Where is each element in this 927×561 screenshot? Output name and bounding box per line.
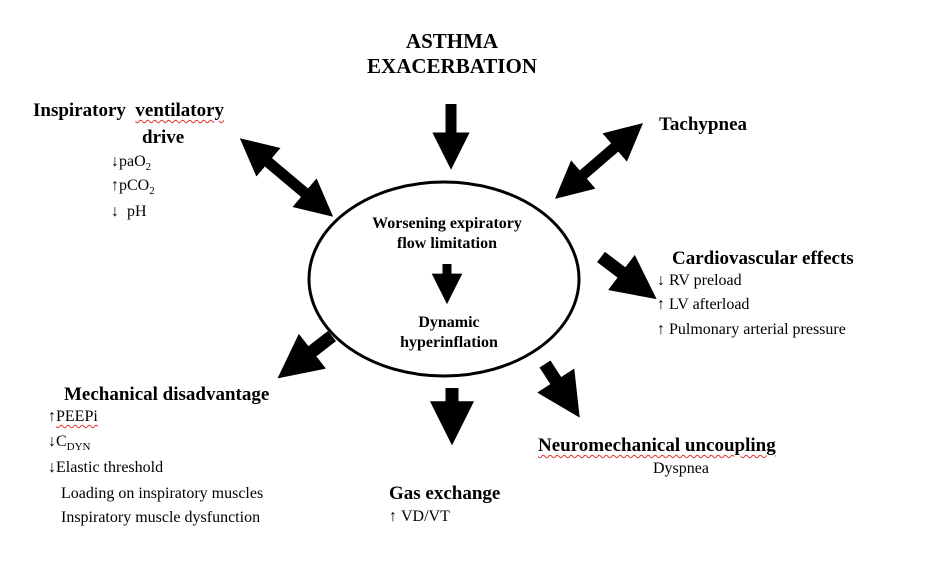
tachypnea-heading: Tachypnea	[659, 114, 747, 135]
mechanical-item-loading: Loading on inspiratory muscles	[61, 485, 264, 502]
arrow-inspiratory-bidirectional	[239, 138, 334, 217]
up-arrow-icon: ↑	[48, 408, 56, 425]
up-arrow-icon: ↑	[657, 321, 665, 338]
arrow-to-cardiovascular	[597, 251, 657, 300]
up-arrow-icon: ↑	[389, 508, 397, 525]
down-arrow-icon: ↓	[111, 153, 119, 170]
down-arrow-icon: ↓	[657, 272, 665, 289]
mechanical-item-muscle-dysfunction: Inspiratory muscle dysfunction	[61, 509, 261, 526]
down-arrow-icon: ↓	[48, 459, 56, 476]
cardio-heading: Cardiovascular effects	[672, 248, 854, 269]
neuro-item-dyspnea: Dyspnea	[653, 460, 709, 477]
central-ellipse	[307, 180, 581, 378]
inspiratory-heading-line2: drive	[142, 127, 185, 148]
arrow-to-neuromechanical	[537, 360, 580, 418]
inspiratory-heading-word1: Inspiratory	[33, 100, 126, 121]
inspiratory-item-ph: ↓ pH	[111, 203, 147, 220]
center-bottom-line2: hyperinflation	[400, 334, 498, 351]
center-top-label: Worsening expiratory flow limitation	[336, 216, 558, 252]
arrow-to-mechanical	[277, 330, 336, 379]
center-top-line1: Worsening expiratory	[372, 215, 522, 232]
up-arrow-icon: ↑	[111, 177, 119, 194]
inspiratory-heading-word2: ventilatory	[135, 100, 225, 121]
mechanical-item-cdyn: ↓CDYN	[48, 433, 91, 454]
inspiratory-item-pco2: ↑pCO2	[111, 177, 155, 198]
arrow-tachypnea-bidirectional	[555, 123, 643, 199]
gas-item-vdvt: ↑ VD/VT	[389, 508, 450, 525]
inspiratory-heading: Inspiratory ventilatory	[33, 101, 224, 120]
center-bottom-line1: Dynamic	[418, 314, 480, 331]
title-line2: EXACERBATION	[367, 54, 537, 78]
mechanical-item-peepi: ↑PEEPi	[48, 408, 98, 425]
up-arrow-icon: ↑	[657, 296, 665, 313]
cardio-item-lv-afterload: ↑ LV afterload	[657, 296, 750, 313]
center-top-line2: flow limitation	[397, 235, 497, 252]
mechanical-item-elastic-threshold: ↓Elastic threshold	[48, 459, 164, 476]
gas-heading: Gas exchange	[389, 483, 501, 504]
inspiratory-item-pao2: ↓paO2	[111, 153, 152, 174]
down-arrow-icon: ↓	[111, 203, 119, 220]
neuro-heading: Neuromechanical uncoupling	[538, 435, 776, 456]
title-line1: ASTHMA	[405, 29, 499, 53]
title: ASTHMA EXACERBATION	[357, 31, 547, 77]
down-arrow-icon: ↓	[48, 433, 56, 450]
cardio-item-rv-preload: ↓ RV preload	[657, 272, 742, 289]
mechanical-heading: Mechanical disadvantage	[64, 384, 270, 405]
cardio-item-pulmonary-pressure: ↑ Pulmonary arterial pressure	[657, 321, 846, 338]
center-bottom-label: Dynamic hyperinflation	[364, 315, 534, 351]
